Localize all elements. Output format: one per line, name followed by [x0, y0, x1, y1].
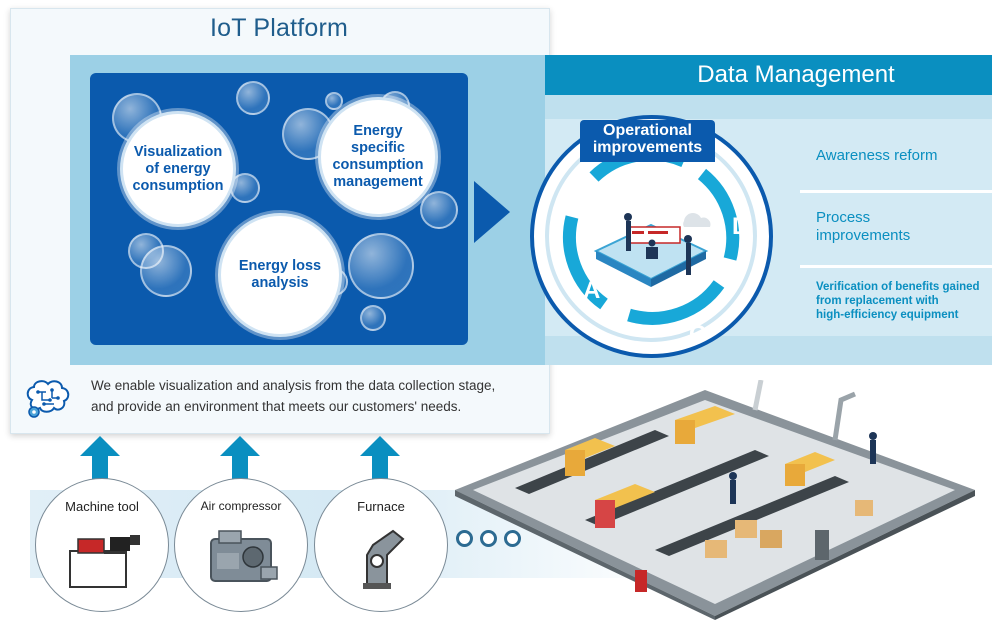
decor-bubble	[420, 191, 458, 229]
more-dot-icon	[456, 530, 473, 547]
decor-bubble	[236, 81, 270, 115]
pdca-letter-d: D	[732, 213, 750, 240]
dm-item-verification-line1: Verification of benefits gained	[816, 281, 980, 293]
decor-bubble	[360, 305, 386, 331]
bubble-energy-loss: Energy loss analysis	[218, 213, 342, 337]
data-management-title: Data Management	[697, 61, 895, 88]
equipment-machine-tool: Machine tool	[35, 478, 169, 612]
dm-stripe	[545, 95, 992, 119]
equipment-machine-tool-label: Machine tool	[65, 499, 139, 514]
dm-item-verification: Verification of benefits gained from rep…	[816, 280, 980, 322]
factory-illustration	[455, 380, 975, 620]
data-management-header	[545, 55, 992, 95]
tagline: We enable visualization and analysis fro…	[91, 375, 543, 417]
equipment-furnace-label: Furnace	[357, 499, 405, 514]
decor-bubble	[348, 233, 414, 299]
up-arrow-icon	[220, 436, 260, 482]
up-arrow-icon	[80, 436, 120, 482]
tagline-line-2: and provide an environment that meets ou…	[91, 399, 462, 414]
bubble-visualization: Visualization of energy consumption	[120, 111, 236, 227]
brain-circuit-icon	[22, 378, 74, 425]
bubble-energy-loss-label: Energy loss analysis	[238, 258, 322, 291]
bubble-specific-consumption: Energy specific consumption management	[318, 97, 438, 217]
dm-item-verification-line3: high-efficiency equipment	[816, 309, 959, 321]
equipment-air-compressor: Air compressor	[174, 478, 308, 612]
bubble-visualization-label: Visualization of energy consumption	[132, 143, 224, 194]
bubble-specific-consumption-label: Energy specific consumption management	[332, 123, 424, 190]
tagline-line-1: We enable visualization and analysis fro…	[91, 378, 496, 393]
pdca-letter-a: A	[583, 277, 601, 304]
air-compressor-icon	[210, 530, 278, 582]
dm-divider	[800, 190, 992, 193]
arrow-right-icon	[474, 181, 510, 243]
dm-item-process: Process improvements	[816, 209, 910, 245]
more-dot-icon	[504, 530, 521, 547]
furnace-icon	[363, 529, 405, 589]
dm-divider	[800, 265, 992, 268]
dm-item-verification-line2: from replacement with	[816, 295, 939, 307]
iot-analysis-area: Visualization of energy consumption Ener…	[90, 73, 468, 345]
operational-improvements-circle: P D C A	[530, 115, 773, 358]
decor-bubble	[140, 245, 192, 297]
dm-item-process-line2: improvements	[816, 227, 911, 244]
decor-bubble	[325, 92, 343, 110]
iot-platform-title: IoT Platform	[209, 14, 349, 42]
machine-tool-icon	[69, 535, 140, 588]
equipment-furnace: Furnace	[314, 478, 448, 612]
pdca-letter-c: C	[689, 321, 707, 348]
up-arrow-icon	[360, 436, 400, 482]
more-dot-icon	[480, 530, 497, 547]
dm-item-process-line1: Process	[816, 209, 871, 226]
equipment-air-compressor-label: Air compressor	[200, 499, 282, 513]
operational-improvements-label: Operational improvements	[580, 120, 715, 162]
dm-item-awareness: Awareness reform	[816, 147, 937, 165]
pdca-letter-p: P	[629, 165, 646, 192]
dm-item-awareness-label: Awareness reform	[816, 147, 938, 164]
